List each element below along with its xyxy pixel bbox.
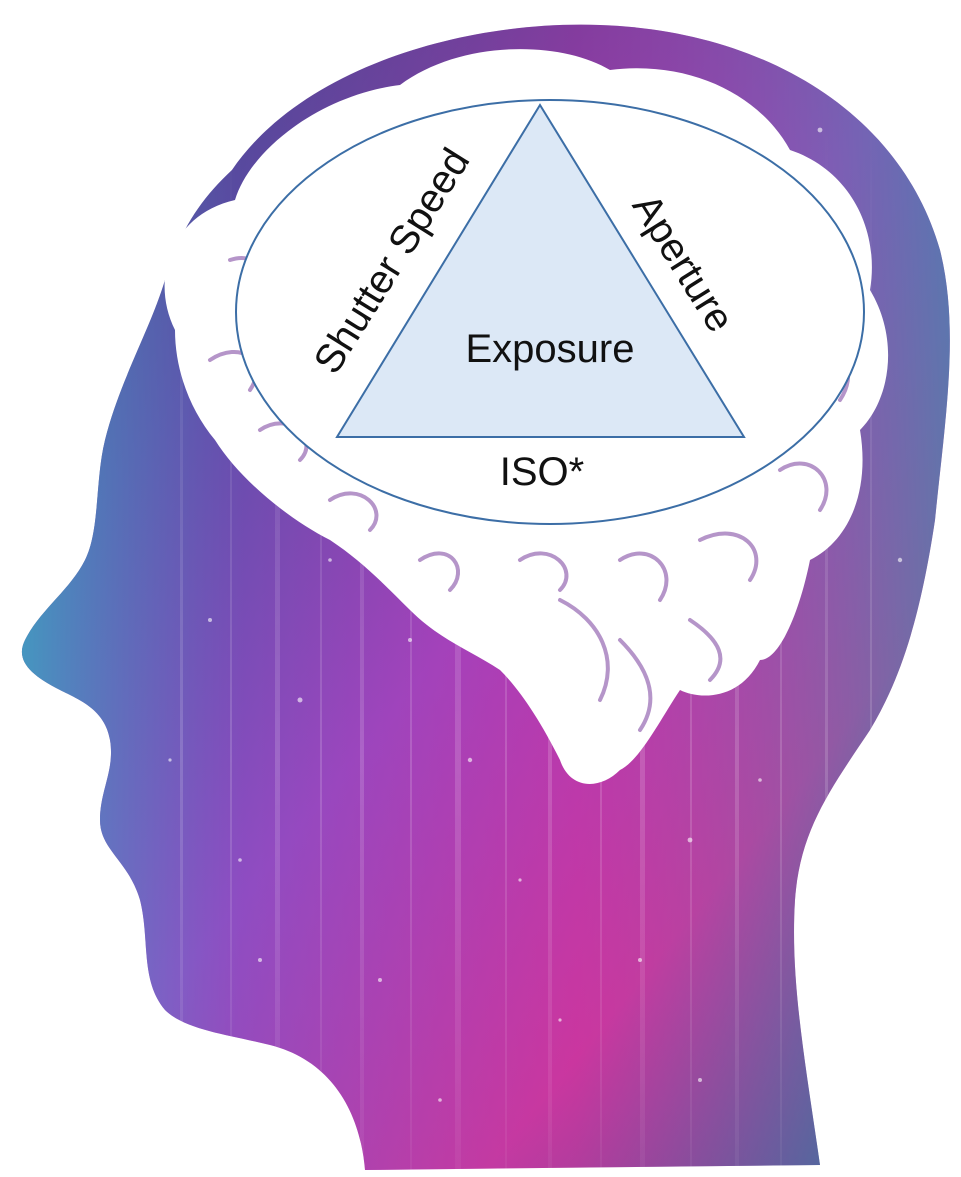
exposure-triangle	[335, 103, 746, 438]
bottom-label: ISO*	[500, 450, 584, 494]
center-label: Exposure	[466, 327, 635, 371]
